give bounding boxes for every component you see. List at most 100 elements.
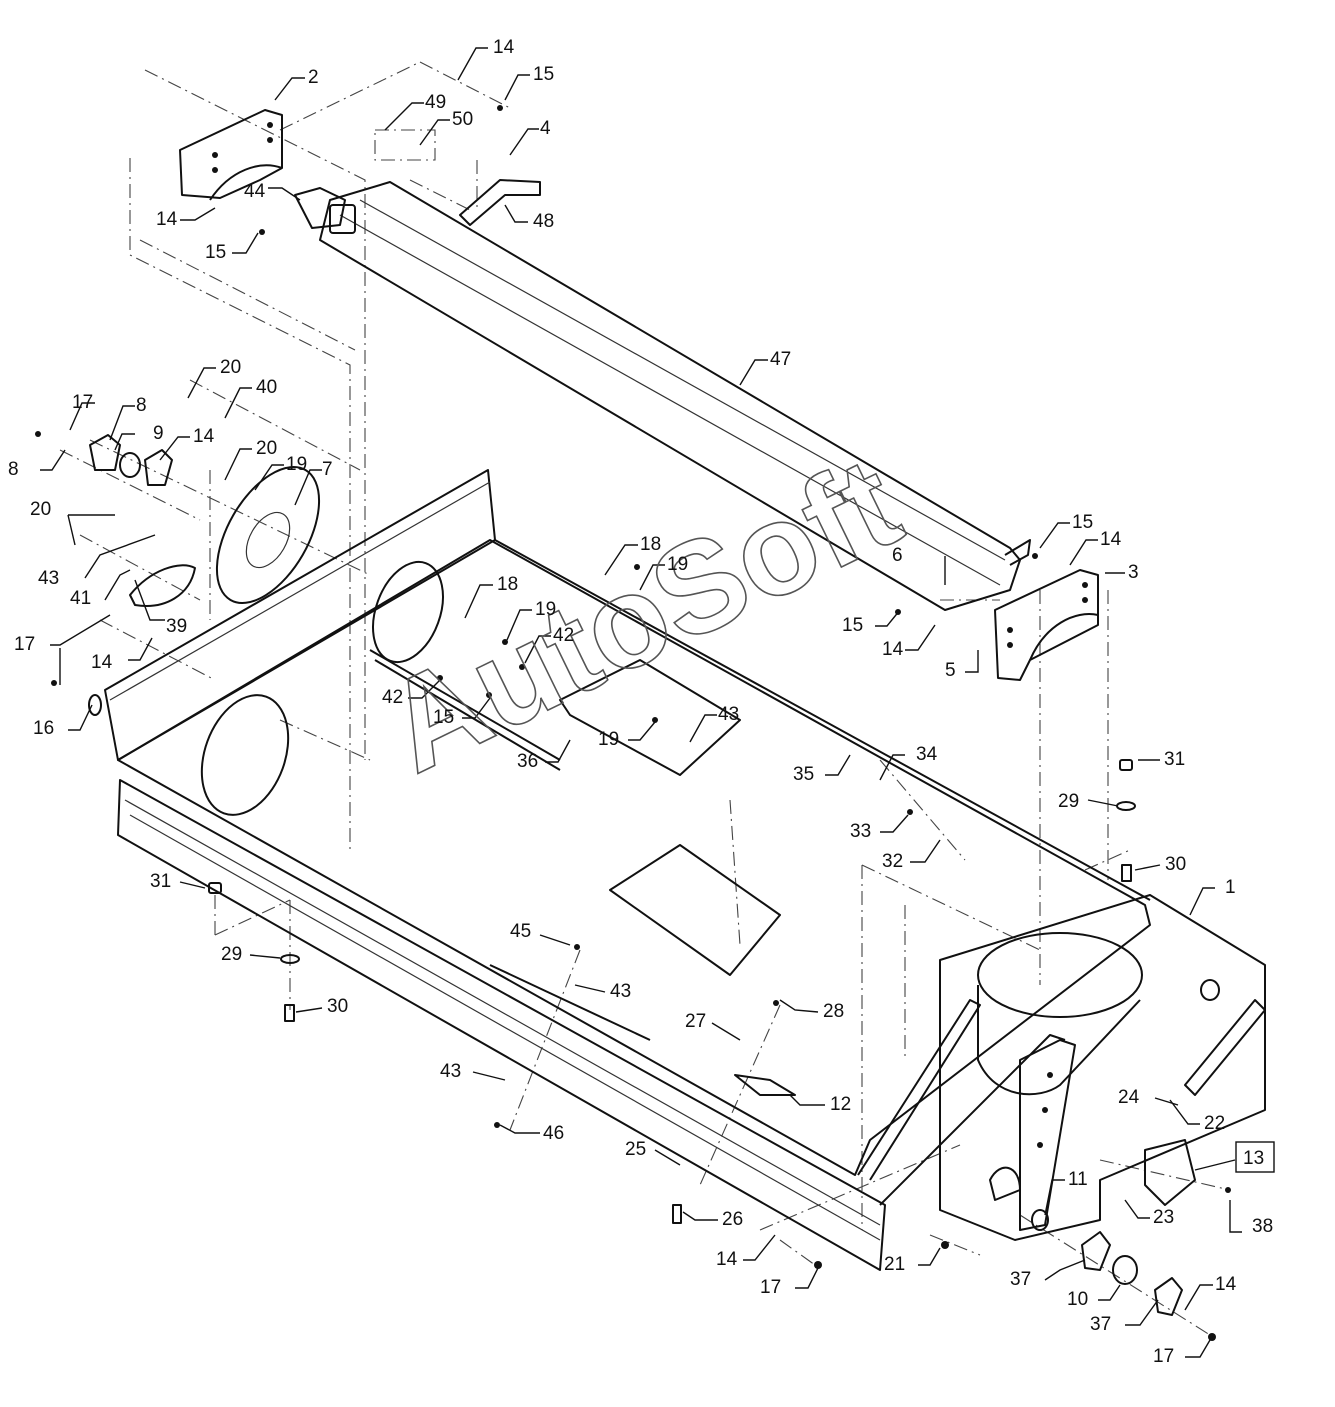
fasteners xyxy=(35,105,1231,1341)
callout-19: 19 xyxy=(286,454,307,475)
callout-43: 43 xyxy=(440,1061,461,1082)
callout-19: 19 xyxy=(535,599,556,620)
callout-30: 30 xyxy=(1165,854,1186,875)
callout-24: 24 xyxy=(1118,1087,1140,1108)
callout-43: 43 xyxy=(610,981,631,1002)
callout-41: 41 xyxy=(70,588,91,609)
trough-housing xyxy=(104,469,1151,1271)
callout-14: 14 xyxy=(1100,529,1122,550)
callout-14: 14 xyxy=(91,652,113,673)
callout-37: 37 xyxy=(1010,1269,1031,1290)
callout-22: 22 xyxy=(1204,1113,1225,1134)
callout-36: 36 xyxy=(517,751,538,772)
callout-29: 29 xyxy=(1058,791,1079,812)
callout-33: 33 xyxy=(850,821,871,842)
slot-22 xyxy=(1184,999,1266,1096)
callout-15: 15 xyxy=(533,64,554,85)
callout-49: 49 xyxy=(425,92,446,113)
callout-48: 48 xyxy=(533,211,554,232)
bracket-3 xyxy=(994,569,1099,681)
callout-43: 43 xyxy=(718,704,739,725)
callout-26: 26 xyxy=(722,1209,743,1230)
callout-14: 14 xyxy=(882,639,904,660)
callout-14: 14 xyxy=(156,209,178,230)
callout-27: 27 xyxy=(685,1011,706,1032)
callout-29: 29 xyxy=(221,944,242,965)
callout-3: 3 xyxy=(1128,562,1139,583)
callout-44: 44 xyxy=(244,181,266,202)
right-end-housing xyxy=(939,894,1266,1241)
callout-23: 23 xyxy=(1153,1207,1174,1228)
callout-14: 14 xyxy=(1215,1274,1237,1295)
callout-28: 28 xyxy=(823,1001,844,1022)
top-shaft-assembly xyxy=(294,179,1031,611)
callout-6: 6 xyxy=(892,545,903,566)
callout-32: 32 xyxy=(882,851,903,872)
callout-15: 15 xyxy=(1072,512,1093,533)
callout-46: 46 xyxy=(543,1123,564,1144)
callout-12: 12 xyxy=(830,1094,851,1115)
callout-43: 43 xyxy=(38,568,59,589)
bracket-12 xyxy=(734,1074,796,1096)
callout-4: 4 xyxy=(540,118,551,139)
callout-15: 15 xyxy=(433,707,454,728)
callout-40: 40 xyxy=(256,377,277,398)
callout-20: 20 xyxy=(256,438,277,459)
callout-35: 35 xyxy=(793,764,814,785)
callout-37: 37 xyxy=(1090,1314,1111,1335)
callout-19: 19 xyxy=(598,729,619,750)
callout-42: 42 xyxy=(553,625,574,646)
callout-18: 18 xyxy=(497,574,518,595)
callout-31: 31 xyxy=(1164,749,1185,770)
callout-42: 42 xyxy=(382,687,403,708)
right-hub-parts xyxy=(1081,1231,1183,1316)
callout-9: 9 xyxy=(153,423,164,444)
callout-38: 38 xyxy=(1252,1216,1273,1237)
callout-15: 15 xyxy=(205,242,226,263)
callout-13: 13 xyxy=(1243,1148,1264,1169)
callout-47: 47 xyxy=(770,349,791,370)
callout-14: 14 xyxy=(716,1249,738,1270)
callout-8: 8 xyxy=(136,395,147,416)
callout-14: 14 xyxy=(493,37,515,58)
callout-7: 7 xyxy=(322,459,333,480)
callout-30: 30 xyxy=(327,996,348,1017)
callout-17: 17 xyxy=(14,634,35,655)
callout-45: 45 xyxy=(510,921,531,942)
callout-8: 8 xyxy=(8,459,19,480)
callout-50: 50 xyxy=(452,109,473,130)
callout-17: 17 xyxy=(1153,1346,1174,1367)
leader-lines xyxy=(40,47,1242,1358)
callout-16: 16 xyxy=(33,718,54,739)
callout-18: 18 xyxy=(640,534,661,555)
left-hub-parts xyxy=(88,434,321,716)
callout-19: 19 xyxy=(667,554,688,575)
callout-17: 17 xyxy=(72,392,93,413)
callout-15: 15 xyxy=(842,615,863,636)
callout-1: 1 xyxy=(1225,877,1236,898)
bearing-44 xyxy=(294,187,346,229)
panel-36 xyxy=(559,659,741,776)
callout-5: 5 xyxy=(945,660,956,681)
handle-48 xyxy=(459,179,541,226)
callout-14: 14 xyxy=(193,426,215,447)
watermark-text: AutoSoft xyxy=(363,428,920,800)
callout-17: 17 xyxy=(760,1277,781,1298)
callout-10: 10 xyxy=(1067,1289,1088,1310)
callout-25: 25 xyxy=(625,1139,646,1160)
bracket-2 xyxy=(179,109,283,201)
strip-43 xyxy=(489,964,651,1041)
callout-34: 34 xyxy=(916,744,938,765)
callout-20: 20 xyxy=(220,357,241,378)
callout-2: 2 xyxy=(308,67,319,88)
watermark: AutoSoft xyxy=(362,428,921,801)
callout-39: 39 xyxy=(166,616,187,637)
callout-13-box xyxy=(1235,1141,1275,1173)
callout-31: 31 xyxy=(150,871,171,892)
cover-13 xyxy=(1144,1139,1196,1206)
callout-21: 21 xyxy=(884,1254,905,1275)
callout-20: 20 xyxy=(30,499,51,520)
